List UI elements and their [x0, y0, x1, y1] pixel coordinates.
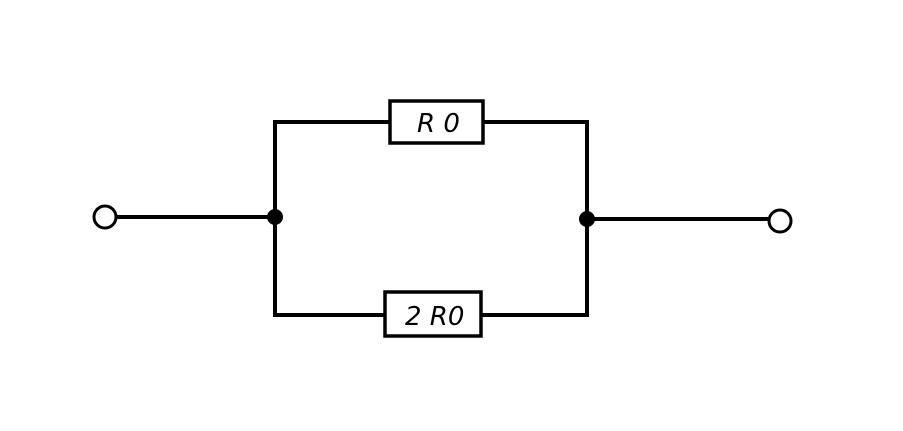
top-resistor	[388, 99, 485, 145]
output-terminal	[767, 208, 793, 234]
input-terminal	[92, 204, 118, 230]
top-resistor-label: R 0	[417, 109, 460, 139]
bottom-resistor	[383, 290, 483, 338]
bottom-resistor-label: 2 R0	[405, 302, 464, 332]
right-junction-dot	[579, 211, 595, 227]
left-junction-dot	[267, 209, 283, 225]
